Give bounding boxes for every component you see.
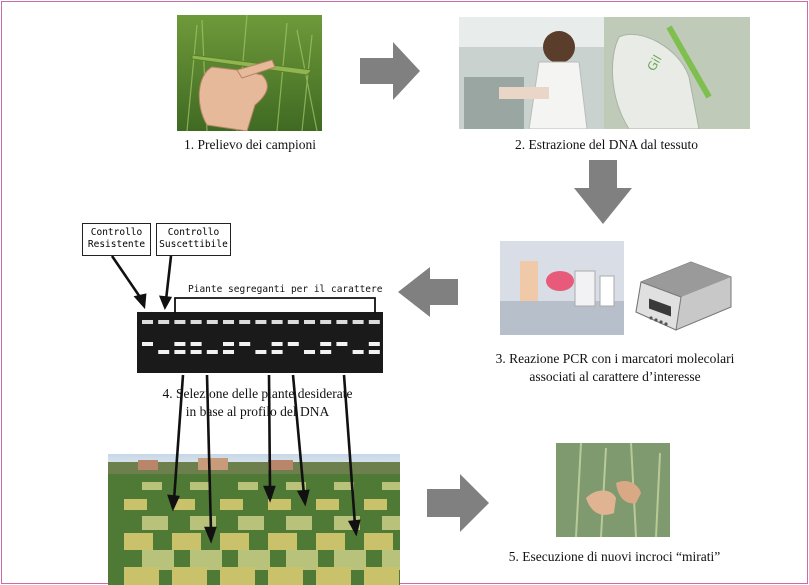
gel-band	[368, 350, 380, 354]
step-4-caption: 4. Selezione delle piante desiderate in …	[130, 385, 385, 421]
field-plot	[316, 499, 339, 510]
field-plot	[268, 499, 291, 510]
gel-well	[255, 320, 267, 324]
control-resistant-line1: Controllo	[90, 227, 143, 238]
field-plot	[286, 482, 306, 490]
gel-band	[287, 342, 299, 346]
step-5-caption: 5. Esecuzione di nuovi incroci “mirati”	[508, 549, 721, 564]
gel-band	[223, 342, 234, 346]
control-susceptible-line1: Controllo	[167, 227, 220, 238]
gel-well	[190, 320, 202, 324]
gel-well	[142, 320, 153, 324]
photo-crossing	[556, 443, 670, 537]
field-plot	[364, 567, 399, 585]
control-susceptible-line2: Suscettibile	[159, 239, 228, 250]
step-4-caption-line1: 4. Selezione delle piante desiderate	[162, 386, 353, 401]
gel-band	[206, 350, 218, 354]
gel-band	[352, 350, 364, 354]
arrow-right-icon	[427, 474, 489, 532]
field-plot	[382, 550, 400, 570]
field-plot	[190, 482, 210, 490]
gel-image	[137, 312, 383, 373]
gel-well	[320, 320, 332, 324]
photo-sampling	[177, 15, 322, 131]
step-4-caption-line2: in base al profilo del DNA	[185, 404, 330, 419]
gel-band	[223, 350, 234, 354]
gel-well	[174, 320, 186, 324]
arrow-right-icon	[360, 42, 420, 100]
field-plot	[364, 533, 393, 550]
arrow-left-icon	[398, 267, 458, 317]
gel-band	[142, 342, 153, 346]
field-plot	[316, 533, 345, 550]
step-3-caption-line2: associati al carattere d’interesse	[529, 369, 701, 384]
field-plot	[220, 533, 249, 550]
gel-band	[174, 342, 186, 346]
field-plot	[286, 550, 318, 570]
field-plot	[142, 482, 162, 490]
field-plot	[172, 567, 207, 585]
gel-band	[190, 350, 202, 354]
gel-well	[336, 320, 348, 324]
field-plot	[190, 550, 222, 570]
field-plot	[142, 550, 174, 570]
field-plot	[268, 533, 297, 550]
control-resistant-line2: Resistente	[87, 239, 146, 250]
gel-band	[271, 342, 283, 346]
field-plot	[334, 550, 366, 570]
field-plot	[124, 567, 159, 585]
step-2-caption: 2. Estrazione del DNA dal tessuto	[515, 137, 698, 152]
gel-band	[304, 350, 315, 354]
field-plot	[220, 499, 243, 510]
step-3-caption-line1: 3. Reazione PCR con i marcatori molecola…	[495, 351, 735, 366]
field-plot	[142, 516, 168, 530]
gel-well	[368, 320, 380, 324]
field-plot	[238, 482, 258, 490]
field-plot	[220, 567, 255, 585]
arrow-down-icon	[574, 160, 632, 224]
control-susceptible-box: Controllo Suscettibile	[156, 223, 231, 256]
gel-band	[336, 342, 348, 346]
field-plot	[124, 533, 153, 550]
gel-band	[174, 350, 186, 354]
gel-well	[158, 320, 170, 324]
field-plot	[268, 567, 303, 585]
field-plot	[238, 516, 264, 530]
photo-thermal-cycler	[631, 252, 734, 334]
gel-band	[158, 350, 170, 354]
gel-band	[320, 342, 332, 346]
field-plot	[364, 499, 387, 510]
gel-well	[223, 320, 234, 324]
gel-band	[239, 342, 251, 346]
gel-well	[239, 320, 251, 324]
field-plot	[382, 516, 400, 530]
field-plot	[172, 533, 201, 550]
control-resistant-box: Controllo Resistente	[82, 223, 151, 256]
photo-pcr-bench	[500, 241, 624, 335]
field-plot	[316, 567, 351, 585]
photo-dna-extraction: Gil	[459, 17, 750, 129]
field-plot	[238, 550, 270, 570]
gel-well	[287, 320, 299, 324]
field-plot	[172, 499, 195, 510]
gel-band	[190, 342, 202, 346]
gel-band	[255, 350, 267, 354]
gel-well	[304, 320, 315, 324]
gel-well	[271, 320, 283, 324]
segregating-plants-label: Piante segreganti per il carattere	[188, 284, 383, 295]
gel-band	[320, 350, 332, 354]
field-plot	[382, 482, 400, 490]
gel-band	[368, 342, 380, 346]
field-plot	[124, 499, 147, 510]
field-plot	[286, 516, 312, 530]
svg-text:Gil: Gil	[644, 53, 664, 74]
gel-band	[271, 350, 283, 354]
step-3-caption: 3. Reazione PCR con i marcatori molecola…	[465, 350, 765, 386]
gel-well	[352, 320, 364, 324]
gel-well	[206, 320, 218, 324]
field-plot	[334, 482, 354, 490]
step-1-caption: 1. Prelievo dei campioni	[184, 137, 316, 152]
